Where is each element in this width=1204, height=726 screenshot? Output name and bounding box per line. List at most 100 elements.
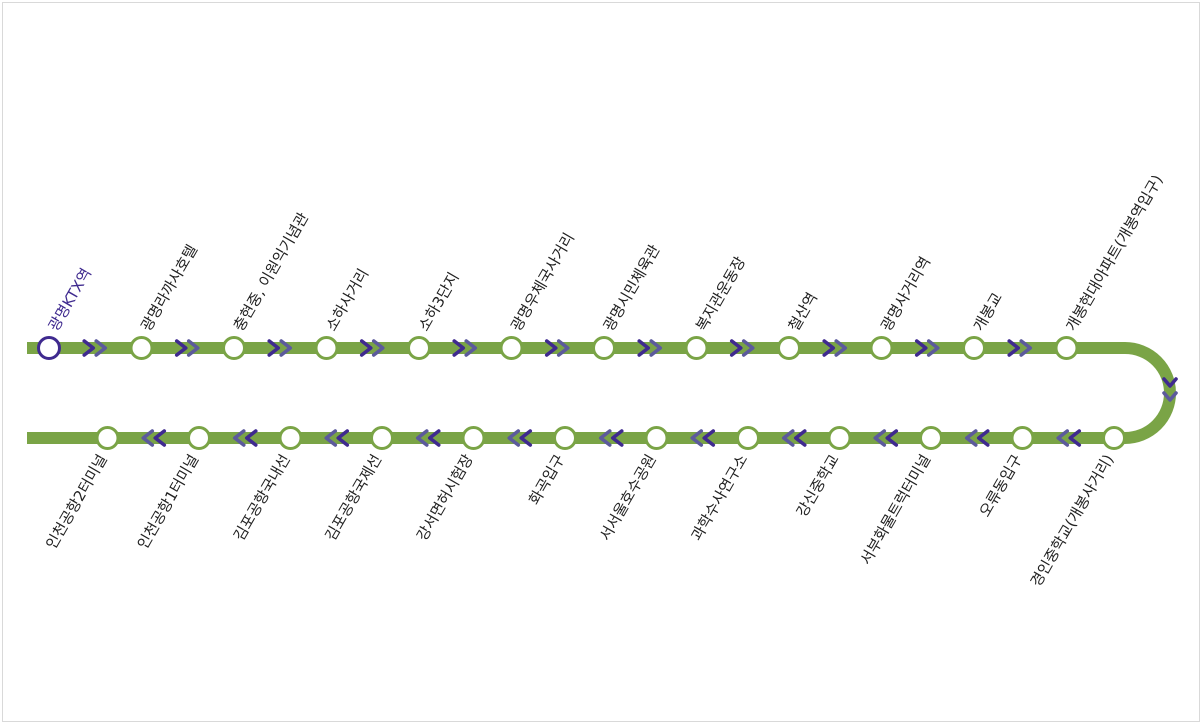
station-marker-icon[interactable] <box>827 426 852 450</box>
station-marker-icon[interactable] <box>736 426 760 450</box>
station-marker-icon[interactable] <box>278 426 303 450</box>
station-marker-icon[interactable] <box>314 336 339 360</box>
station-label: 강서면허시험장 <box>413 451 477 544</box>
station-marker-icon[interactable] <box>1010 426 1035 450</box>
station-marker-icon[interactable] <box>1054 336 1079 360</box>
direction-arrow-icon <box>82 339 96 357</box>
station-label: 개봉현대아파트(개봉역입구) <box>1062 172 1166 335</box>
direction-arrow-icon <box>781 429 795 447</box>
station-label: 광명라까사호텔 <box>137 242 201 335</box>
direction-arrow-icon <box>452 339 466 357</box>
station-marker-icon[interactable] <box>370 426 394 450</box>
station-marker-icon[interactable] <box>644 426 669 450</box>
direction-arrow-icon <box>690 429 704 447</box>
direction-arrow-icon <box>649 339 663 357</box>
direction-arrow-icon <box>153 429 167 447</box>
direction-arrow-icon <box>1162 391 1178 402</box>
direction-arrow-icon <box>1162 377 1178 388</box>
station-marker-icon[interactable] <box>499 336 524 360</box>
direction-arrow-icon <box>926 339 940 357</box>
station-label: 광명사거리역 <box>877 254 934 335</box>
direction-arrow-icon <box>793 429 807 447</box>
direction-arrow-icon <box>914 339 928 357</box>
station-marker-icon[interactable] <box>553 426 577 450</box>
direction-arrow-icon <box>324 429 338 447</box>
station-marker-icon[interactable] <box>962 336 986 360</box>
direction-arrow-icon <box>702 429 716 447</box>
direction-arrow-icon <box>556 339 570 357</box>
direction-arrow-icon <box>244 429 258 447</box>
station-marker-icon[interactable] <box>222 336 246 360</box>
direction-arrow-icon <box>371 339 385 357</box>
station-label: 김포공항국제선 <box>321 451 385 544</box>
direction-arrow-icon <box>141 429 155 447</box>
stations <box>37 336 1126 450</box>
direction-arrow-icon <box>544 339 558 357</box>
direction-arrow-icon <box>267 339 281 357</box>
direction-arrow-icon <box>834 339 848 357</box>
station-label: 개봉교 <box>970 289 1006 334</box>
direction-arrow-icon <box>729 339 743 357</box>
station-label: 오류동입구 <box>976 451 1026 520</box>
direction-arrow-icon <box>232 429 246 447</box>
direction-arrow-icon <box>415 429 429 447</box>
station-marker-icon[interactable] <box>919 426 943 450</box>
station-marker-icon[interactable] <box>777 336 801 360</box>
station-label: 인천공항1터미널 <box>134 451 203 552</box>
station-label: 소하3단지 <box>415 269 463 334</box>
station-marker-icon[interactable] <box>869 336 894 360</box>
direction-arrow-icon <box>464 339 478 357</box>
station-label: 강신중학교 <box>793 451 843 520</box>
station-marker-icon[interactable] <box>592 336 616 360</box>
station-marker-icon[interactable] <box>684 336 709 360</box>
direction-arrow-icon <box>507 429 521 447</box>
direction-arrow-icon <box>279 339 293 357</box>
direction-arrow-icon <box>964 429 978 447</box>
route-line <box>27 342 1176 444</box>
station-marker-icon[interactable] <box>37 336 61 360</box>
station-label: 철산역 <box>785 289 821 334</box>
station-label: 충현중, 이원익기념관 <box>230 209 313 334</box>
station-label: 광명KTX역 <box>45 265 95 334</box>
direction-arrow-icon <box>174 339 188 357</box>
station-label: 복지관운동장 <box>692 253 749 334</box>
station-marker-icon[interactable] <box>187 426 211 450</box>
direction-arrow-icon <box>610 429 624 447</box>
station-label: 소하사거리 <box>322 265 372 334</box>
station-label: 광명시민체육관 <box>600 241 664 334</box>
station-label: 경인중학교(개봉사거리) <box>1027 451 1117 590</box>
direction-arrow-icon <box>359 339 373 357</box>
station-label: 김포공항국내선 <box>230 451 294 544</box>
direction-arrow-icon <box>741 339 755 357</box>
direction-arrow-icon <box>873 429 887 447</box>
station-label: 서서울호수공원 <box>596 451 660 544</box>
station-marker-icon[interactable] <box>129 336 154 360</box>
direction-arrow-icon <box>598 429 612 447</box>
station-label: 화곡입구 <box>525 451 568 508</box>
direction-arrows <box>82 339 1178 447</box>
station-marker-icon[interactable] <box>461 426 486 450</box>
direction-arrow-icon <box>1019 339 1033 357</box>
direction-arrow-icon <box>427 429 441 447</box>
station-label: 서부화물트럭터미널 <box>857 451 935 568</box>
direction-arrow-icon <box>519 429 533 447</box>
direction-arrow-icon <box>1007 339 1021 357</box>
direction-arrow-icon <box>1068 429 1082 447</box>
direction-arrow-icon <box>822 339 836 357</box>
station-label: 인천공항2터미널 <box>42 451 111 552</box>
station-label: 과학수사연구소 <box>687 451 751 544</box>
direction-arrow-icon <box>976 429 990 447</box>
direction-arrow-icon <box>336 429 350 447</box>
direction-arrow-icon <box>94 339 108 357</box>
direction-arrow-icon <box>186 339 200 357</box>
station-label: 광명우체국사거리 <box>507 230 578 335</box>
direction-arrow-icon <box>637 339 651 357</box>
station-marker-icon[interactable] <box>1102 426 1126 450</box>
station-marker-icon[interactable] <box>95 426 120 450</box>
station-marker-icon[interactable] <box>407 336 431 360</box>
direction-arrow-icon <box>885 429 899 447</box>
direction-arrow-icon <box>1056 429 1070 447</box>
